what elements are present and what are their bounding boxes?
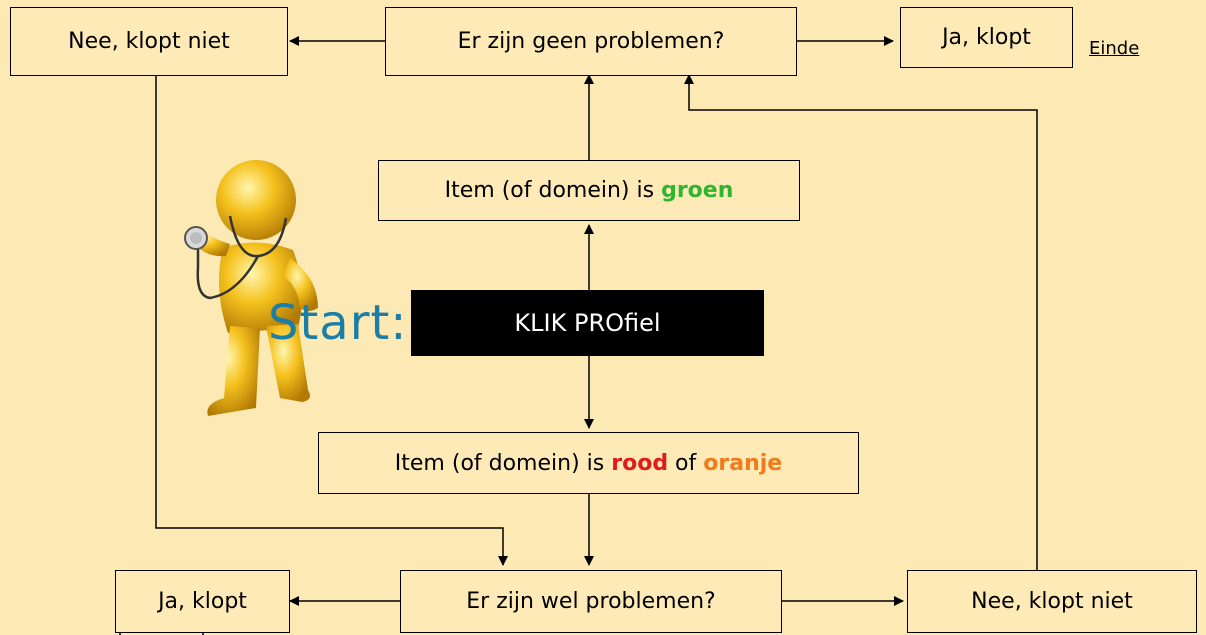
ja-bottom-label: Ja, klopt: [158, 589, 247, 614]
nee-bottom-label: Nee, klopt niet: [971, 589, 1133, 614]
item-groen-box[interactable]: Item (of domein) is groen: [378, 160, 800, 221]
nee-klopt-niet-bottom-box[interactable]: Nee, klopt niet: [907, 570, 1197, 633]
ja-klopt-top-box[interactable]: Ja, klopt: [900, 7, 1073, 68]
wel-problemen-label: Er zijn wel problemen?: [466, 589, 716, 614]
nee-top-label: Nee, klopt niet: [68, 29, 230, 54]
rood-prefix: Item (of domein) is: [394, 450, 612, 476]
geen-problemen-label: Er zijn geen problemen?: [457, 29, 725, 54]
arrow-nee-bottom-to-geen: [684, 74, 1038, 570]
nee-klopt-niet-top-box[interactable]: Nee, klopt niet: [10, 7, 288, 76]
ja-top-label: Ja, klopt: [942, 25, 1031, 50]
einde-link[interactable]: Einde: [1089, 38, 1140, 59]
oranje-word: oranje: [703, 450, 783, 476]
of-word: of: [668, 450, 704, 476]
doctor-figure-with-stethoscope-icon: [184, 160, 318, 416]
wel-problemen-box[interactable]: Er zijn wel problemen?: [400, 570, 782, 633]
geen-problemen-box[interactable]: Er zijn geen problemen?: [385, 7, 797, 76]
start-label: Start:: [268, 295, 408, 351]
rood-word: rood: [611, 450, 669, 476]
groen-word: groen: [661, 178, 734, 203]
item-rood-oranje-box[interactable]: Item (of domein) is rood of oranje: [318, 432, 859, 494]
klik-profiel-button[interactable]: KLIK PROfiel: [411, 290, 764, 356]
groen-prefix: Item (of domein) is: [444, 178, 662, 203]
ja-klopt-bottom-box[interactable]: Ja, klopt: [115, 570, 290, 633]
arrow-nee-top-to-wel: [155, 75, 508, 566]
